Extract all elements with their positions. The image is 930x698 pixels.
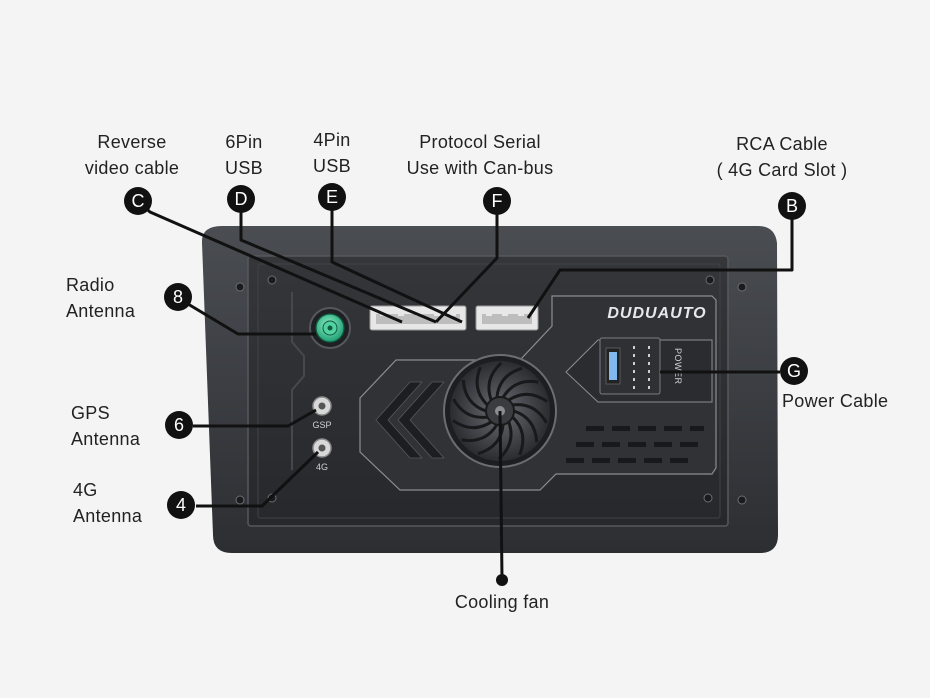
svg-text:C: C: [132, 191, 145, 211]
label-cooling-fan: Cooling fan: [454, 592, 550, 612]
label-power-cable: Power Cable: [782, 391, 889, 411]
svg-text:8: 8: [173, 287, 183, 307]
fan-blade: [501, 379, 539, 399]
badge-g: G: [780, 357, 808, 385]
fan-blade: [512, 403, 548, 424]
brand-logo: DUDUAUTO: [607, 305, 706, 322]
slot-vents: [566, 426, 704, 463]
fan-blade: [495, 366, 523, 398]
leader-d: [239, 201, 437, 324]
screws: [235, 275, 747, 505]
leader-f: [434, 203, 499, 324]
badge-lte: 4: [167, 491, 195, 519]
fan-blade: [461, 379, 487, 413]
callout-badges: C D E F B 8 6 4 G: [124, 183, 808, 519]
fan-blade: [513, 409, 539, 443]
power-connector: POWER: [599, 337, 683, 395]
badge-b: B: [778, 192, 806, 220]
badge-d: D: [227, 185, 255, 213]
badge-radio: 8: [164, 283, 192, 311]
leader-b: [526, 208, 794, 319]
leader-e: [330, 199, 463, 324]
badge-gps: 6: [165, 411, 193, 439]
radio-antenna-socket: [309, 307, 351, 349]
fan-blade: [511, 416, 525, 456]
fan-blade: [487, 361, 503, 401]
svg-text:D: D: [235, 189, 248, 209]
svg-text:4: 4: [176, 495, 186, 515]
leader-radio: [177, 296, 316, 336]
leader-lte: [196, 450, 320, 508]
fan-blade: [477, 424, 505, 456]
label-rca-cable: RCA Cable( 4G Card Slot ): [716, 134, 848, 180]
power-mark: POWER: [673, 348, 683, 385]
leader-fan: [498, 410, 504, 579]
gps-mark: GSP: [312, 420, 331, 430]
fan-blade: [475, 366, 489, 406]
badge-f: F: [483, 187, 511, 215]
chevron-vents: [375, 381, 445, 459]
svg-text:G: G: [787, 361, 801, 381]
fan-blade: [452, 398, 488, 419]
svg-text:F: F: [492, 191, 503, 211]
svg-text:E: E: [326, 187, 338, 207]
gps-socket: GSP: [312, 396, 332, 430]
leader-gps: [193, 408, 317, 428]
fan-blade: [507, 392, 548, 403]
svg-text:6: 6: [174, 415, 184, 435]
lte-mark: 4G: [316, 462, 328, 472]
fan-blade: [461, 423, 499, 443]
fan-blade: [452, 419, 493, 430]
badge-e: E: [318, 183, 346, 211]
svg-text:B: B: [786, 196, 798, 216]
fan-pointer-dot: [496, 574, 508, 586]
badge-c: C: [124, 187, 152, 215]
